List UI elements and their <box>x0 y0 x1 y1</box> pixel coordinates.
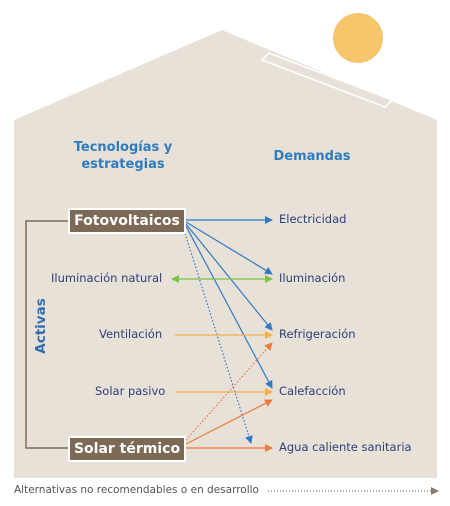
arrow-solar-termico-calefaccion <box>185 399 273 445</box>
arrow-fotovoltaicos-agua-dotted <box>183 229 253 444</box>
iluminacion-label: Iluminación <box>279 271 346 285</box>
activas-bracket <box>25 220 68 449</box>
fotovoltaicos-box: Fotovoltaicos <box>68 208 186 234</box>
footer-note: Alternativas no recomendables o en desar… <box>14 484 259 496</box>
ventilacion-label: Ventilación <box>99 327 163 341</box>
activas-label: Activas <box>33 296 49 356</box>
agua-caliente-label: Agua caliente sanitaria <box>279 440 412 454</box>
sun-icon <box>333 13 383 63</box>
solar-pasivo-label: Solar pasivo <box>95 384 166 398</box>
arrow-solar-termico-refrigeracion-dotted <box>185 342 273 441</box>
calefaccion-label: Calefacción <box>279 384 346 398</box>
electricidad-label: Electricidad <box>279 212 347 226</box>
demands-header: Demandas <box>273 149 351 164</box>
arrow-fotovoltaicos-iluminacion <box>185 221 273 275</box>
solar-termico-box: Solar térmico <box>68 436 186 462</box>
technologies-header: Tecnologías y estrategias <box>73 140 173 172</box>
refrigeracion-label: Refrigeración <box>279 327 356 341</box>
arrow-fotovoltaicos-calefaccion <box>185 225 273 389</box>
roof-solar-panel <box>260 52 394 108</box>
house-shape <box>14 30 437 478</box>
iluminacion-natural-label: Iluminación natural <box>51 271 163 285</box>
